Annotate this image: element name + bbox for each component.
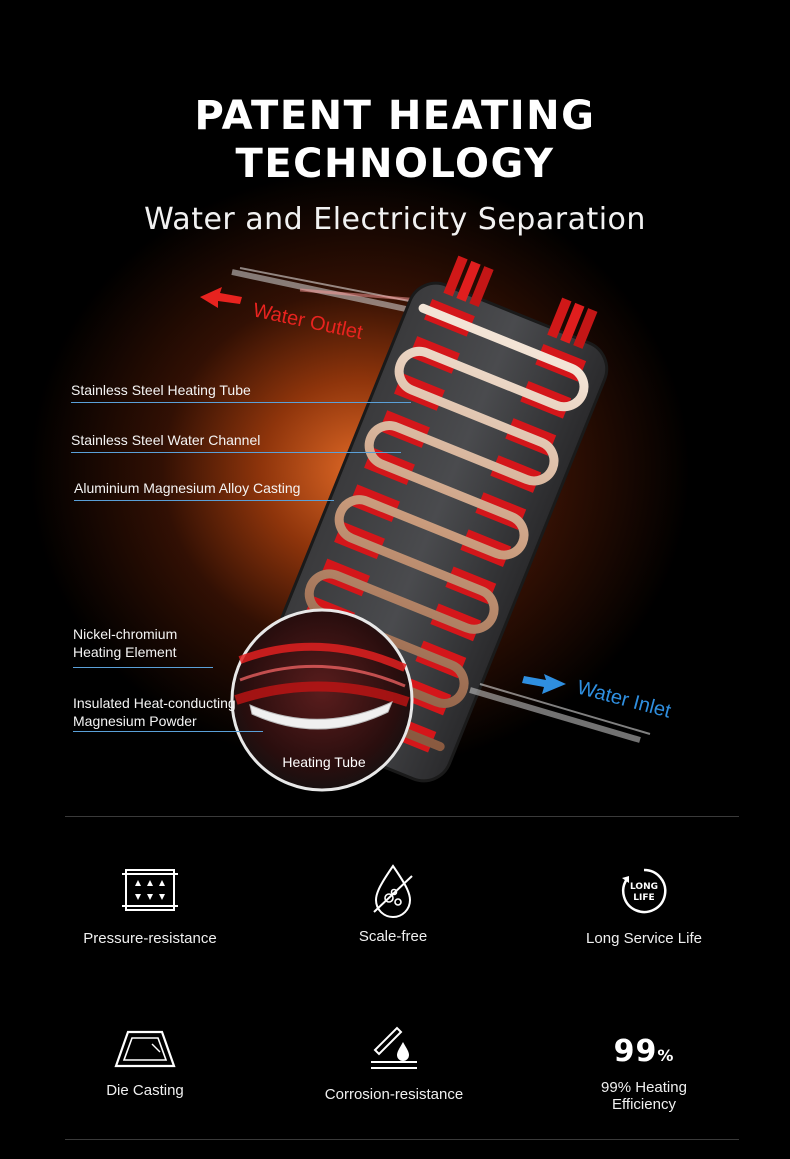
efficiency-icon: 99% bbox=[524, 1034, 764, 1069]
divider-bottom bbox=[65, 1139, 739, 1140]
feature-label: Die Casting bbox=[106, 1082, 184, 1099]
die-casting-icon bbox=[114, 1030, 176, 1068]
callout-nickel-chromium: Nickel-chromium Heating Element bbox=[73, 625, 177, 661]
callout-line bbox=[73, 731, 263, 732]
feature-pressure-resistance: Pressure-resistance bbox=[30, 866, 270, 947]
badge-line-1: LONG bbox=[630, 882, 658, 892]
feature-die-casting: Die Casting bbox=[25, 1028, 265, 1099]
callout-water-channel: Stainless Steel Water Channel bbox=[71, 432, 261, 448]
pressure-icon bbox=[122, 869, 178, 911]
callout-powder-line-2: Magnesium Powder bbox=[73, 713, 197, 729]
heating-tube-closeup bbox=[230, 608, 414, 792]
feature-heating-efficiency: 99% 99% Heating Efficiency bbox=[524, 1034, 764, 1113]
badge-line-2: LIFE bbox=[633, 893, 654, 903]
callout-line bbox=[74, 500, 334, 501]
callout-powder-line-1: Insulated Heat-conducting bbox=[73, 695, 236, 711]
callout-magnesium-powder: Insulated Heat-conducting Magnesium Powd… bbox=[73, 694, 236, 730]
corrosion-icon bbox=[371, 1026, 417, 1069]
inlet-arrow-icon bbox=[522, 674, 566, 694]
big-unit: % bbox=[657, 1046, 675, 1065]
divider-top bbox=[65, 816, 739, 817]
feature-label: Scale-free bbox=[358, 928, 428, 945]
long-life-icon: LONG LIFE bbox=[622, 868, 667, 914]
feature-long-service-life: LONG LIFE Long Service Life bbox=[524, 866, 764, 947]
water-inlet-pipe bbox=[469, 683, 651, 743]
feature-label-line-2: Efficiency bbox=[612, 1096, 676, 1113]
callout-heating-tube: Stainless Steel Heating Tube bbox=[71, 382, 251, 398]
callout-line bbox=[71, 402, 411, 403]
outlet-arrow-icon bbox=[200, 287, 242, 308]
terminals bbox=[443, 255, 598, 349]
heating-tube-label: Heating Tube bbox=[282, 754, 365, 770]
subtitle: Water and Electricity Separation bbox=[144, 202, 646, 237]
serpentine-tube bbox=[274, 303, 589, 752]
callout-line bbox=[71, 452, 401, 453]
scale-free-icon bbox=[373, 864, 413, 918]
feature-label: Corrosion-resistance bbox=[324, 1086, 464, 1103]
water-outlet-label: Water Outlet bbox=[251, 299, 365, 344]
feature-scale-free: Scale-free bbox=[273, 862, 513, 945]
callout-alloy-casting: Aluminium Magnesium Alloy Casting bbox=[74, 480, 301, 496]
title-line-2: TECHNOLOGY bbox=[235, 141, 555, 187]
page-title: PATENT HEATING TECHNOLOGY bbox=[0, 92, 790, 188]
title-line-1: PATENT HEATING bbox=[194, 93, 596, 139]
hero-section: PATENT HEATING TECHNOLOGY Water and Elec… bbox=[0, 0, 790, 815]
feature-corrosion-resistance: Corrosion-resistance bbox=[274, 1024, 514, 1103]
callout-line bbox=[73, 667, 213, 668]
heater-illustration: Water Outlet bbox=[200, 255, 674, 792]
callout-nickel-line-1: Nickel-chromium bbox=[73, 626, 178, 642]
water-outlet-pipe bbox=[231, 267, 431, 315]
feature-label: Long Service Life bbox=[586, 930, 702, 947]
feature-label: Pressure-resistance bbox=[83, 930, 217, 947]
feature-label-line-1: 99% Heating bbox=[601, 1079, 687, 1096]
big-number: 99 bbox=[613, 1034, 658, 1069]
callout-nickel-line-2: Heating Element bbox=[73, 644, 177, 660]
